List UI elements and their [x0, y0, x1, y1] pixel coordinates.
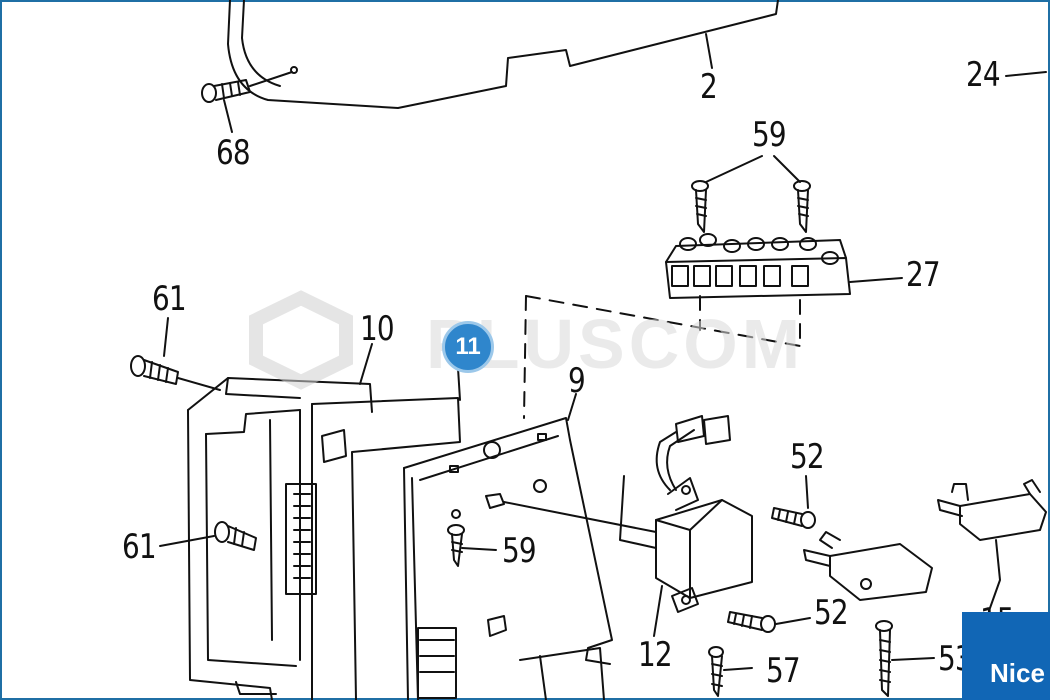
leader-9 [567, 393, 577, 421]
leader-59-top-a [705, 155, 763, 183]
callout-52-top: 52 [790, 437, 825, 477]
leader-61-bottom [159, 535, 215, 547]
part-screw-59-mid [447, 509, 465, 567]
callout-57: 57 [766, 651, 801, 691]
leader-61-top-b [177, 377, 221, 391]
callout-2: 2 [700, 67, 718, 107]
part-back-plate [403, 417, 613, 700]
part-transformer [619, 415, 753, 613]
callout-12: 12 [638, 635, 673, 675]
callout-27: 27 [906, 255, 941, 295]
leader-61-top-a [163, 317, 169, 357]
leader-57 [723, 667, 753, 671]
leader-52-bottom [775, 617, 811, 625]
watermark-logo-icon [249, 290, 353, 390]
callout-59-mid: 59 [502, 531, 537, 571]
callout-10: 10 [360, 309, 395, 349]
callout-61-top: 61 [152, 279, 187, 319]
leader-2 [705, 33, 713, 69]
part-housing-frame [187, 377, 373, 700]
leader-27 [849, 277, 903, 283]
part-cover [227, 0, 779, 109]
assembly-dashed-lines [523, 295, 801, 419]
leader-68-b [223, 99, 233, 133]
leader-15 [989, 539, 1001, 609]
watermark: PLUSCOM [236, 290, 800, 390]
brand-logo: Nice [962, 612, 1050, 700]
part-screws-52 [727, 507, 816, 633]
part-terminal-block [665, 233, 851, 299]
leader-11 [457, 367, 461, 401]
leader-24 [1005, 71, 1047, 77]
watermark-badge: 11 [442, 321, 494, 373]
part-screws-57-53 [708, 620, 893, 697]
callout-24: 24 [966, 55, 1001, 95]
leader-10 [359, 343, 373, 385]
part-screw-68 [201, 79, 251, 103]
callout-52-bottom: 52 [814, 593, 849, 633]
leader-back-plate-link [503, 501, 657, 533]
callout-61-bottom: 61 [122, 527, 157, 567]
leader-52-top [805, 475, 809, 509]
callout-9: 9 [568, 361, 586, 401]
callout-68: 68 [216, 133, 251, 173]
leader-68-a [249, 71, 293, 87]
leader-12 [653, 585, 663, 637]
callout-59-top: 59 [752, 115, 787, 155]
part-microswitches [803, 479, 1047, 601]
leader-53 [891, 657, 935, 661]
brand-logo-text: Nice [990, 658, 1045, 688]
part-screws-59-top [691, 180, 811, 233]
leader-59-top-b [773, 155, 801, 183]
leader-59-mid [461, 547, 497, 551]
part-control-board [285, 397, 461, 700]
